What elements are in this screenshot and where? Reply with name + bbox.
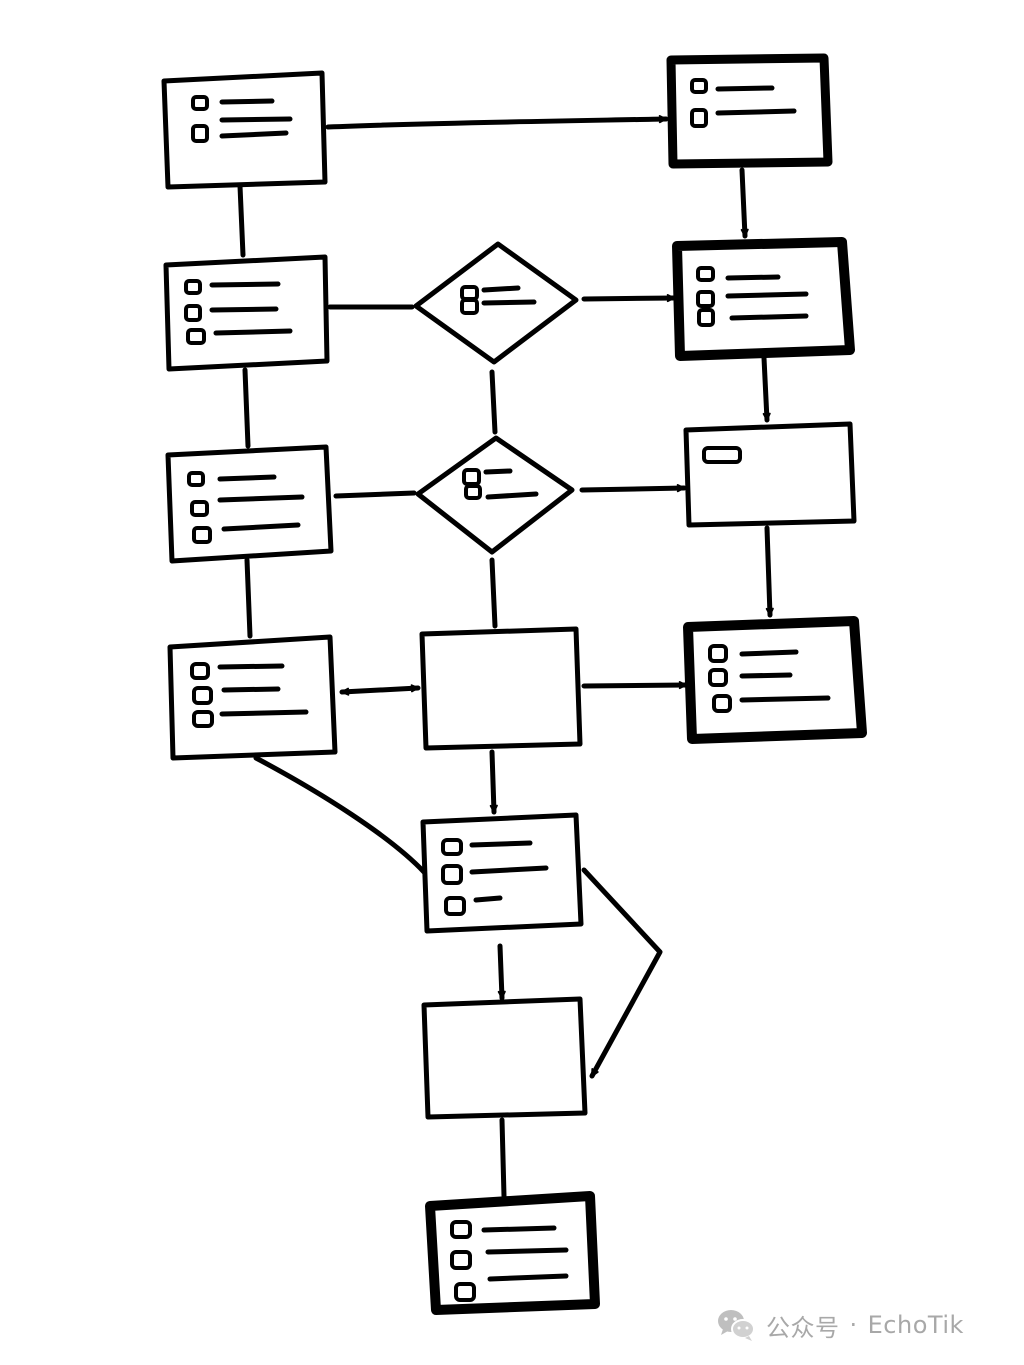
node-left-2: [163, 254, 330, 372]
edge-d1-to-d2: [489, 369, 498, 435]
node-right-2-bullet-1: [696, 266, 715, 282]
node-middle-7-line-1: [481, 1225, 557, 1233]
node-left-2-bullet-1: [184, 279, 202, 295]
edge-r1-to-r2: [739, 167, 749, 239]
wechat-icon: [718, 1310, 755, 1341]
node-middle-6: [421, 996, 588, 1120]
node-left-2-line-3: [213, 328, 293, 336]
watermark-separator: ·: [849, 1311, 858, 1339]
edge-l1-to-l2: [237, 183, 246, 258]
node-left-1-line-1: [219, 98, 275, 105]
edge-c4-to-r4: [581, 681, 689, 690]
edge-d1-to-r2: [581, 294, 677, 303]
edge-l1-to-r1: [325, 115, 669, 130]
node-left-2-line-1: [209, 281, 281, 288]
node-decision-2-bullet-1: [462, 468, 481, 486]
node-decision-1-line-2: [481, 299, 537, 306]
node-right-1-line-2: [715, 108, 797, 116]
node-decision-2-line-1: [483, 468, 513, 475]
node-left-1-line-3: [219, 130, 289, 139]
node-right-4: [683, 616, 867, 744]
edge-c4-to-m5: [489, 749, 498, 815]
edge-d2-to-c4: [489, 557, 498, 629]
node-decision-2-bullet-2: [464, 484, 482, 500]
node-left-4-bullet-1: [190, 662, 210, 680]
edge-l4-to-m5: [253, 755, 427, 875]
node-right-1-bullet-1: [690, 78, 708, 94]
node-right-4-line-1: [739, 649, 799, 657]
node-right-2: [672, 237, 855, 361]
node-right-4-bullet-1: [708, 644, 728, 663]
node-right-1: [666, 53, 833, 169]
node-right-2-line-2: [725, 291, 809, 299]
node-middle-5-bullet-2: [441, 864, 463, 885]
node-right-1-line-1: [715, 85, 775, 92]
edge-m6-to-m7: [499, 1117, 507, 1199]
node-decision-2: [415, 435, 575, 555]
node-left-1-bullet-1: [191, 95, 209, 111]
node-middle-5-bullet-1: [441, 838, 463, 856]
node-right-4-line-3: [739, 695, 831, 703]
node-left-3-line-2: [217, 494, 305, 503]
node-left-2-bullet-3: [186, 328, 206, 345]
node-right-3-tag: [702, 446, 742, 464]
node-left-4-line-2: [221, 686, 281, 693]
node-left-3-bullet-1: [187, 471, 205, 487]
node-right-2-line-3: [729, 313, 809, 321]
node-left-1-line-2: [219, 116, 293, 123]
node-right-4-bullet-2: [708, 668, 728, 687]
watermark-account-name: EchoTik: [867, 1311, 964, 1339]
node-middle-7-line-2: [485, 1247, 569, 1255]
node-left-1: [161, 70, 328, 190]
node-middle-7-bullet-3: [454, 1282, 476, 1302]
edge-l4-c4-bidirectional: [339, 684, 421, 696]
node-right-4-bullet-3: [712, 694, 732, 713]
node-middle-5-line-1: [469, 840, 533, 848]
node-middle-7: [425, 1191, 600, 1315]
node-middle-5-line-2: [469, 865, 549, 875]
edge-d2-to-r3: [579, 484, 687, 493]
node-middle-5: [420, 812, 584, 934]
node-decision-2-line-2: [485, 491, 539, 500]
node-left-4-line-3: [219, 709, 309, 717]
node-left-2-line-2: [209, 306, 279, 313]
node-right-1-bullet-2: [690, 108, 708, 128]
edge-l3-to-l4: [244, 557, 253, 639]
edge-r2-to-r3: [761, 355, 771, 423]
node-decision-1-bullet-2: [460, 298, 479, 315]
node-middle-7-bullet-1: [450, 1220, 472, 1239]
node-left-4-bullet-2: [192, 686, 213, 705]
node-right-4-line-2: [739, 672, 793, 679]
node-left-2-bullet-2: [184, 304, 202, 322]
node-left-3-bullet-2: [190, 500, 209, 517]
node-middle-7-bullet-2: [450, 1250, 472, 1270]
node-left-4-line-1: [217, 663, 285, 670]
node-middle-7-line-3: [487, 1273, 569, 1282]
edge-m5-to-m6-bent: [581, 867, 663, 1079]
edge-m5-to-m6: [497, 943, 506, 1001]
node-decision-1-line-1: [481, 285, 521, 293]
node-left-4-bullet-3: [192, 710, 214, 728]
edge-l3-to-d2: [333, 490, 417, 499]
watermark-account-label: 公众号: [766, 1313, 840, 1342]
edge-l2-to-l3: [242, 367, 251, 449]
node-right-3: [683, 421, 857, 528]
node-left-3: [165, 444, 334, 564]
node-right-2-bullet-3: [697, 308, 715, 327]
node-middle-5-line-3: [473, 895, 503, 903]
node-left-3-line-1: [217, 474, 277, 482]
edge-r3-to-r4: [764, 525, 774, 618]
node-decision-1: [413, 241, 579, 365]
watermark: 公众号 · EchoTik: [716, 1303, 964, 1347]
node-left-3-bullet-3: [192, 526, 212, 544]
node-middle-5-bullet-3: [444, 896, 466, 916]
node-left-3-line-3: [221, 522, 301, 532]
node-left-1-bullet-2: [191, 124, 209, 143]
node-left-4: [167, 634, 338, 761]
node-decision-1-bullet-1: [460, 285, 479, 301]
node-right-2-bullet-2: [696, 290, 715, 308]
node-right-2-line-1: [725, 274, 781, 281]
node-center-box: [419, 626, 583, 751]
